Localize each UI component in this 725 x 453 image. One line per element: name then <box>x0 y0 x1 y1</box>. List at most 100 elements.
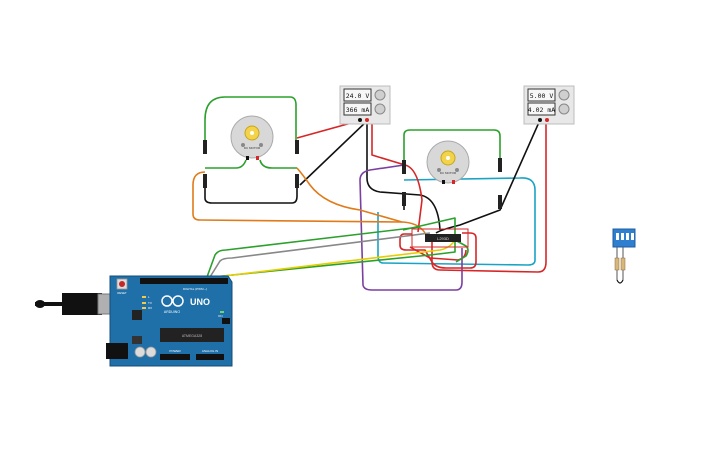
usb-controller-chip <box>132 310 142 320</box>
voltage-display <box>343 88 372 102</box>
wire-green-motor1-mid[interactable] <box>205 159 247 169</box>
motor-label: DC MOTOR <box>244 146 261 150</box>
current-readout: 4.02 mA <box>528 106 555 114</box>
dc-motor-left[interactable]: DC MOTOR <box>230 115 274 160</box>
motor-terminal[interactable] <box>452 180 455 184</box>
reset-label: RESET <box>117 291 127 295</box>
motor-shaft <box>250 131 254 135</box>
logo-loop-left <box>161 295 173 307</box>
power-jack[interactable] <box>106 343 128 359</box>
led-tx <box>142 302 146 304</box>
diode[interactable] <box>498 195 502 209</box>
motor-shaft <box>446 156 450 160</box>
diodes <box>203 140 502 209</box>
resistor[interactable] <box>614 257 620 271</box>
positive-terminal[interactable] <box>365 118 369 122</box>
dip-toggle[interactable] <box>616 233 619 240</box>
wire-green-arduino-2[interactable] <box>212 217 456 278</box>
arduino-logo: ARDUINO UNO <box>161 295 210 314</box>
diode[interactable] <box>295 140 299 154</box>
breadboard-area <box>411 228 469 248</box>
arduino-uno-board[interactable]: DIGITAL (PWM ~) ARDUINO UNO L TX RX ON A… <box>35 275 233 367</box>
diode[interactable] <box>295 174 299 188</box>
current-display <box>527 102 556 116</box>
negative-terminal[interactable] <box>358 118 362 122</box>
diode[interactable] <box>203 140 207 154</box>
wire-black-motor1-bottom[interactable] <box>204 185 298 204</box>
led-on <box>220 311 224 313</box>
dip-toggle[interactable] <box>626 233 629 240</box>
motor-terminal[interactable] <box>256 156 259 160</box>
motor-label: DC MOTOR <box>440 171 457 175</box>
diode[interactable] <box>203 174 207 188</box>
usb-plug[interactable] <box>62 293 102 315</box>
motor-terminal[interactable] <box>442 180 445 184</box>
current-readout: 366 mA <box>346 106 370 114</box>
motor-screw-icon <box>259 143 263 147</box>
resistor[interactable] <box>620 257 626 271</box>
logo-loop-right <box>172 295 184 307</box>
motor-screw-icon <box>437 168 441 172</box>
wire-green-driver-loop[interactable] <box>454 239 469 263</box>
positive-terminal[interactable] <box>545 118 549 122</box>
diode[interactable] <box>498 158 502 172</box>
capacitor <box>145 346 157 358</box>
current-knob[interactable] <box>558 103 570 115</box>
power-supply-right[interactable]: 5.00 V 4.02 mA <box>523 85 575 125</box>
digital-header[interactable] <box>140 278 228 284</box>
negative-terminal[interactable] <box>538 118 542 122</box>
current-knob[interactable] <box>374 103 386 115</box>
led-tx-label: TX <box>148 301 152 305</box>
wire-red-supply2[interactable] <box>431 120 547 273</box>
model-text: UNO <box>190 297 210 307</box>
dip-switch-assembly[interactable] <box>612 228 636 284</box>
mcu-chip <box>160 328 224 342</box>
chip-body <box>425 234 461 242</box>
led-l-label: L <box>148 295 150 299</box>
current-display <box>343 102 372 116</box>
dip-toggle[interactable] <box>631 233 634 240</box>
wire-black-supply1[interactable] <box>299 119 369 186</box>
led-rx-label: RX <box>148 306 152 310</box>
power-label: POWER <box>169 349 181 353</box>
dc-motor-right[interactable]: DC MOTOR <box>426 140 470 184</box>
icsp-header[interactable] <box>222 318 230 324</box>
led-l <box>142 296 146 298</box>
mcu-label: ATMEGA328 <box>182 334 202 338</box>
analog-header[interactable] <box>196 354 224 360</box>
digital-label: DIGITAL (PWM ~) <box>183 287 207 291</box>
usb-cable-end <box>35 300 45 308</box>
wire-orange[interactable] <box>192 171 426 234</box>
motor-screw-icon <box>455 168 459 172</box>
diode[interactable] <box>402 160 406 174</box>
dip-toggle[interactable] <box>621 233 624 240</box>
diode[interactable] <box>402 192 406 206</box>
voltage-knob[interactable] <box>374 89 386 101</box>
reset-button-cap[interactable] <box>119 281 125 287</box>
analog-label: ANALOG IN <box>202 349 218 353</box>
voltage-regulator <box>132 336 142 344</box>
motor-screw-icon <box>241 143 245 147</box>
wire-purple[interactable] <box>359 164 463 291</box>
wire-black-supply1-driver[interactable] <box>366 120 441 231</box>
led-on-label: ON <box>218 314 223 318</box>
resistor-wire <box>616 279 624 284</box>
motor-terminal[interactable] <box>246 156 249 160</box>
wire-green-arduino-1[interactable] <box>206 226 421 278</box>
wire-black-supply2[interactable] <box>435 119 541 234</box>
wire-orange-2[interactable] <box>296 167 403 223</box>
brand-text: ARDUINO <box>164 310 180 314</box>
wire-gray-arduino[interactable] <box>209 232 431 278</box>
voltage-display <box>527 88 556 102</box>
chip-label: L293D <box>437 236 449 241</box>
wire-red-driver-loop[interactable] <box>399 232 477 269</box>
power-supply-left[interactable]: 24.0 V 366 mA <box>339 85 391 125</box>
power-header[interactable] <box>160 354 190 360</box>
led-rx <box>142 307 146 309</box>
motor-driver-chip[interactable]: L293D <box>411 228 469 248</box>
wire-green-motor1-top[interactable] <box>204 96 297 148</box>
voltage-knob[interactable] <box>558 89 570 101</box>
wire-green-motor2-top[interactable] <box>403 129 501 165</box>
wire-green-motor1-mid2[interactable] <box>259 159 297 169</box>
